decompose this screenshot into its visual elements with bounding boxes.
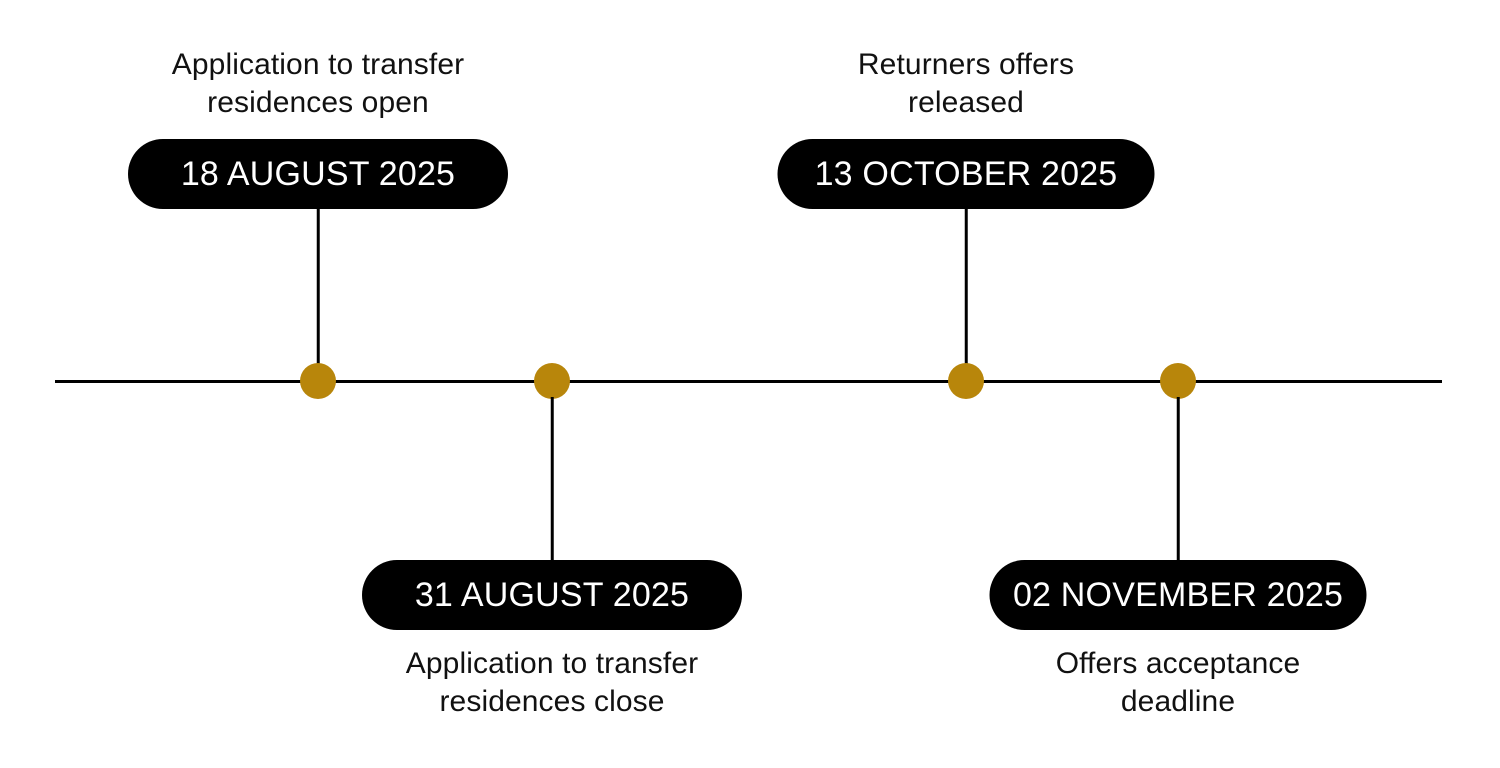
event-date-pill-1[interactable]: 18 AUGUST 2025 [128, 139, 508, 209]
event-date-label-3: 31 AUGUST 2025 [414, 576, 690, 614]
event-date-pill-2[interactable]: 13 OCTOBER 2025 [777, 139, 1155, 209]
event-connector-1 [316, 209, 320, 365]
timeline-axis-line [55, 379, 1442, 383]
event-date-label-1: 18 AUGUST 2025 [180, 155, 456, 193]
timeline-marker-dot-1[interactable] [300, 363, 336, 399]
event-date-label-2: 13 OCTOBER 2025 [814, 155, 1118, 193]
event-connector-4 [1176, 397, 1180, 560]
event-caption-3: Application to transfer residences close [405, 647, 699, 718]
timeline-marker-dot-2[interactable] [948, 363, 984, 399]
event-caption-1: Application to transfer residences open [171, 48, 465, 119]
timeline-marker-dot-4[interactable] [1160, 363, 1196, 399]
event-connector-3 [550, 397, 554, 560]
event-caption-2: Returners offers released [857, 48, 1075, 119]
event-date-pill-3[interactable]: 31 AUGUST 2025 [362, 560, 742, 630]
event-caption-4: Offers acceptance deadline [1055, 647, 1301, 718]
event-date-pill-4[interactable]: 02 NOVEMBER 2025 [989, 560, 1367, 630]
timeline-marker-dot-3[interactable] [534, 363, 570, 399]
event-date-label-4: 02 NOVEMBER 2025 [1012, 576, 1344, 614]
event-connector-2 [964, 209, 968, 365]
